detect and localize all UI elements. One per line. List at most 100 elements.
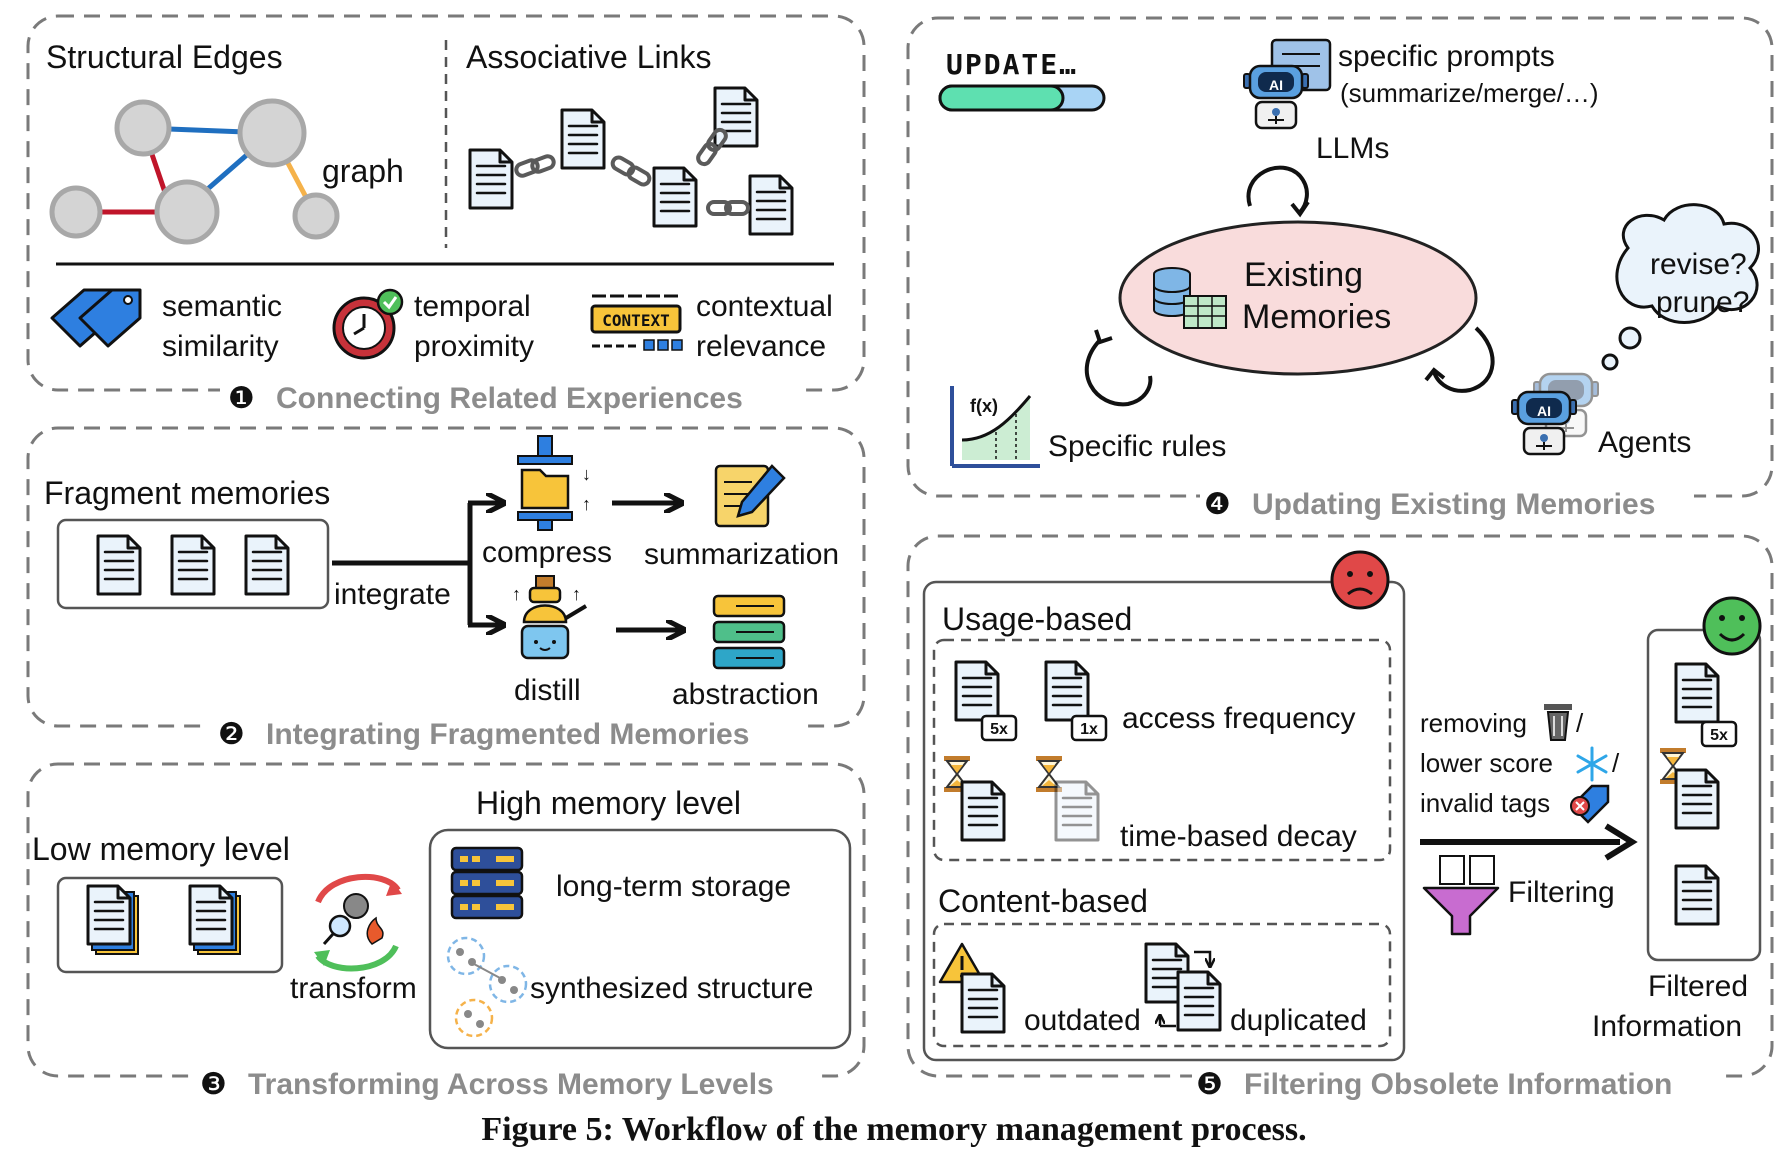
panel-integrating-fragmented-memories: Fragment memories integrate ↓ ↑ compress bbox=[26, 426, 866, 752]
panel-filtering-obsolete-information: Usage-based 5x 1x access frequency time-… bbox=[906, 534, 1774, 1102]
content-based-title: Content-based bbox=[938, 883, 1148, 919]
temporal-label: temporal bbox=[414, 290, 531, 323]
contextual-label: contextual bbox=[696, 290, 833, 323]
existing-memories-ellipse bbox=[1118, 220, 1478, 376]
document-icon bbox=[1674, 662, 1720, 724]
synthesized-structure-label: synthesized structure bbox=[530, 972, 813, 1005]
fragment-memories-title: Fragment memories bbox=[44, 475, 330, 511]
content-based-box bbox=[932, 922, 1392, 1048]
invalid-tag-icon bbox=[1570, 784, 1610, 824]
ai-badge: AI bbox=[1537, 403, 1551, 419]
linked-documents-icon bbox=[468, 86, 794, 236]
filtering-label: Filtering bbox=[1508, 876, 1615, 909]
revise-label: revise? bbox=[1650, 248, 1747, 281]
database-table-icon bbox=[1153, 267, 1227, 329]
high-memory-level-title: High memory level bbox=[476, 785, 741, 821]
panel4-number: ❹ bbox=[1204, 488, 1231, 521]
panel-updating-existing-memories: UPDATE… AI specific prompts (summarize/m… bbox=[906, 16, 1774, 522]
compress-label: compress bbox=[482, 536, 612, 569]
context-tag-label: CONTEXT bbox=[602, 311, 669, 330]
faded-document-icon bbox=[1054, 780, 1100, 842]
cycle-arrow-icon bbox=[1424, 326, 1495, 393]
abstraction-label: abstraction bbox=[672, 678, 819, 711]
panel1-caption: Connecting Related Experiences bbox=[276, 382, 743, 415]
specific-prompts-label: specific prompts bbox=[1338, 40, 1555, 73]
panel3-number: ❸ bbox=[200, 1068, 227, 1101]
distill-label: distill bbox=[514, 674, 581, 707]
document-icon bbox=[1674, 768, 1720, 830]
specific-rules-label: Specific rules bbox=[1048, 430, 1226, 463]
document-icon bbox=[960, 780, 1006, 842]
invalid-tags-label: invalid tags bbox=[1420, 788, 1550, 818]
prune-label: prune? bbox=[1656, 286, 1749, 319]
frequency-badge bbox=[980, 714, 1018, 742]
document-icon bbox=[170, 534, 216, 596]
summarization-label: summarization bbox=[644, 538, 839, 571]
panel4-caption: Updating Existing Memories bbox=[1252, 488, 1655, 521]
semantic-label: semantic bbox=[162, 290, 282, 323]
proximity-label: proximity bbox=[414, 330, 534, 363]
network-structure-icon bbox=[446, 936, 528, 1038]
cycle-arrow-icon bbox=[1246, 165, 1310, 218]
fragment-box bbox=[56, 518, 330, 610]
information-label: Information bbox=[1592, 1010, 1742, 1043]
high-level-box bbox=[428, 828, 852, 1050]
time-based-decay-label: time-based decay bbox=[1120, 820, 1357, 853]
badge-1x: 1x bbox=[1080, 721, 1098, 738]
lower-score-label: lower score bbox=[1420, 748, 1553, 778]
update-progress-bar bbox=[938, 84, 1106, 112]
panel2-caption: Integrating Fragmented Memories bbox=[266, 718, 749, 751]
document-icon bbox=[954, 660, 1000, 722]
structural-edges-title: Structural Edges bbox=[46, 39, 283, 75]
graph-label: graph bbox=[322, 153, 404, 189]
compress-icon: ↓ ↑ bbox=[517, 435, 591, 531]
access-frequency-label: access frequency bbox=[1122, 702, 1355, 735]
document-icon bbox=[1044, 660, 1090, 722]
panel3-caption: Transforming Across Memory Levels bbox=[248, 1068, 774, 1101]
long-term-storage-label: long-term storage bbox=[556, 870, 791, 903]
agents-label: Agents bbox=[1598, 426, 1691, 459]
ai-badge: AI bbox=[1269, 77, 1283, 93]
integrate-arrows bbox=[332, 503, 502, 625]
outdated-label: outdated bbox=[1024, 1004, 1141, 1037]
panel-transforming-memory-levels: High memory level Low memory level trans… bbox=[26, 762, 866, 1102]
document-icon bbox=[960, 972, 1006, 1034]
agents-robot-icon: AI bbox=[1510, 372, 1600, 456]
llms-label: LLMs bbox=[1316, 132, 1389, 165]
low-memory-level-title: Low memory level bbox=[32, 831, 290, 867]
relevance-label: relevance bbox=[696, 330, 826, 363]
server-storage-icon bbox=[450, 846, 524, 920]
robot-prompts-icon: AI bbox=[1242, 38, 1332, 130]
panel5-caption: Filtering Obsolete Information bbox=[1244, 1068, 1672, 1101]
fx-label: f(x) bbox=[970, 396, 998, 416]
removing-label: removing bbox=[1420, 708, 1527, 738]
stacked-documents-icon bbox=[86, 884, 241, 955]
context-icon: CONTEXT bbox=[590, 294, 683, 351]
clock-check-icon bbox=[332, 288, 404, 360]
duplicated-label: duplicated bbox=[1230, 1004, 1367, 1037]
update-label: UPDATE… bbox=[946, 48, 1078, 81]
svg-text:↑: ↑ bbox=[582, 494, 591, 514]
tag-icon bbox=[50, 288, 142, 348]
transform-label: transform bbox=[290, 972, 417, 1005]
thought-bubble bbox=[1601, 203, 1760, 371]
frequency-badge bbox=[1700, 720, 1738, 748]
svg-text:↑: ↑ bbox=[572, 584, 581, 604]
snowflake-icon bbox=[1576, 746, 1608, 782]
document-icon bbox=[96, 534, 142, 596]
sad-face-icon bbox=[1330, 550, 1390, 610]
document-icon bbox=[1674, 864, 1720, 926]
duplicate-documents-icon bbox=[1144, 942, 1222, 1032]
trash-icon bbox=[1544, 704, 1572, 741]
badge-5x-filtered: 5x bbox=[1710, 727, 1728, 744]
filtered-label: Filtered bbox=[1648, 970, 1748, 1003]
low-level-box bbox=[56, 876, 284, 974]
svg-text:↓: ↓ bbox=[582, 464, 591, 484]
transform-cycle-icon bbox=[314, 873, 402, 972]
cycle-arrow-icon bbox=[1084, 329, 1153, 407]
usage-based-title: Usage-based bbox=[942, 601, 1132, 637]
similarity-label: similarity bbox=[162, 330, 279, 363]
distill-icon: ↑ ↑ bbox=[512, 575, 588, 660]
frequency-badge bbox=[1070, 714, 1108, 742]
figure-caption: Figure 5: Workflow of the memory managem… bbox=[481, 1111, 1306, 1148]
